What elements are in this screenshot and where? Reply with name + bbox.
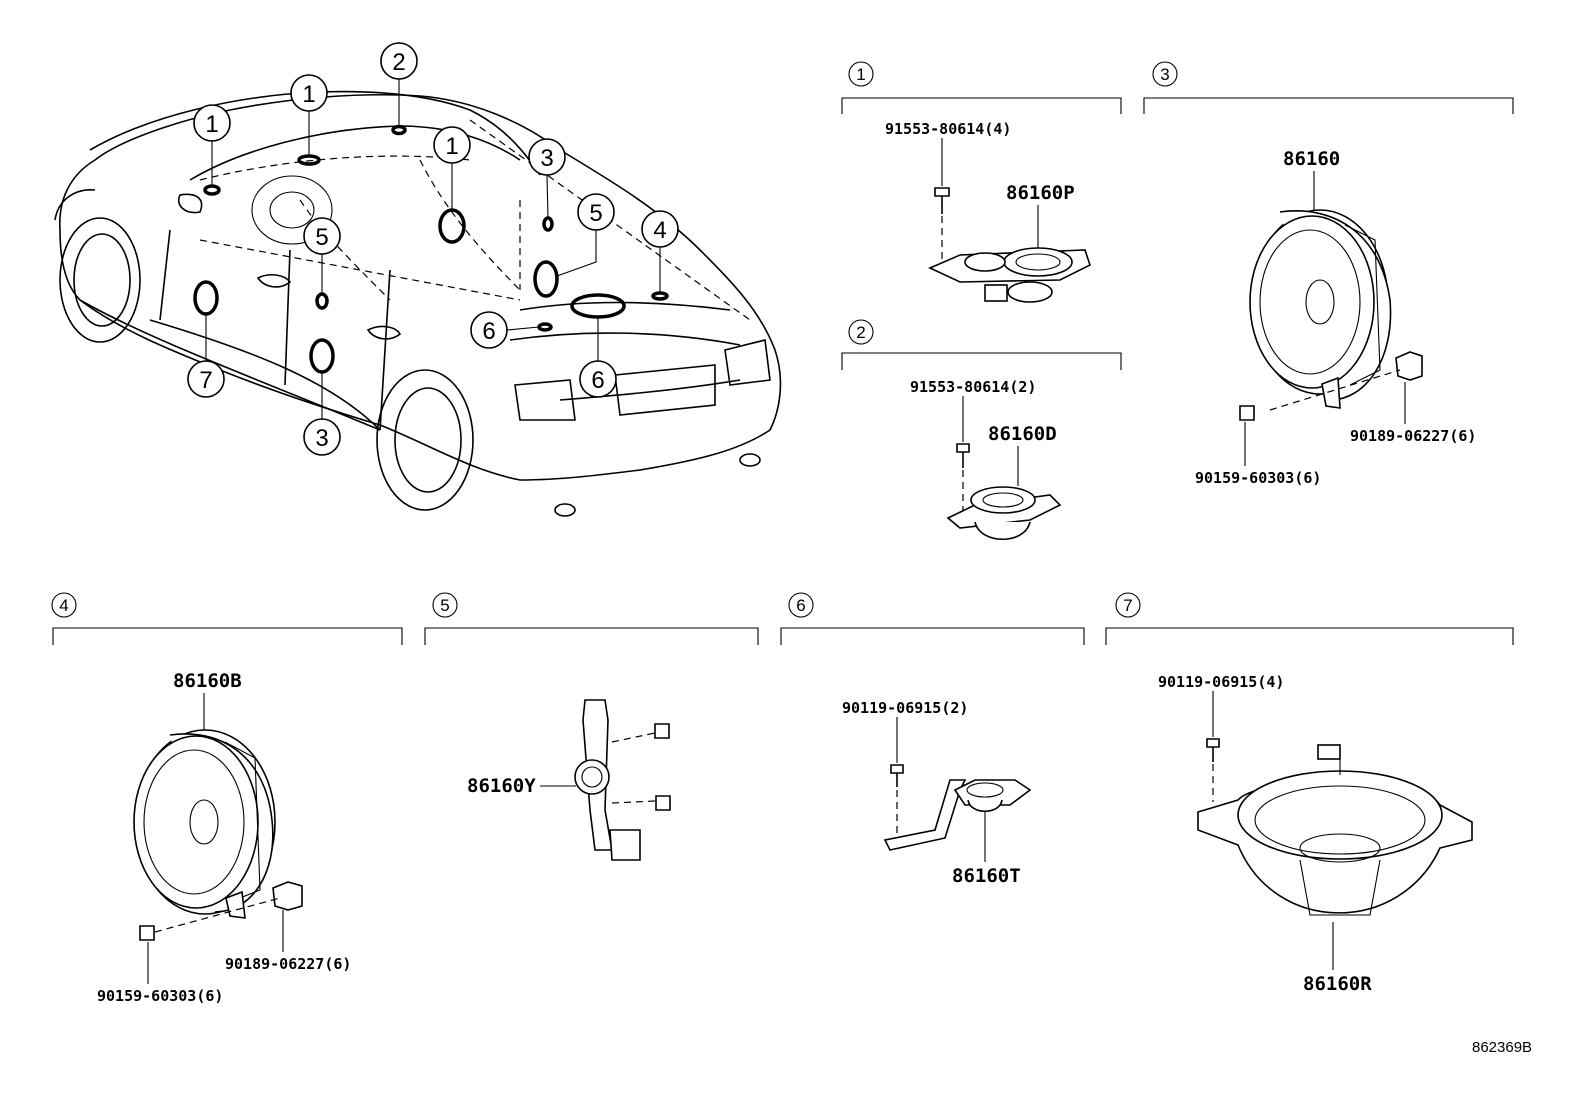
section-7: 7 90119-06915(4) 86160R [1105, 592, 1514, 995]
svg-text:3: 3 [540, 145, 553, 172]
callout: 5 [577, 193, 615, 231]
section-6: 6 90119-06915(2) 86160T [780, 592, 1085, 887]
callout: 1 [193, 104, 231, 142]
figure-code: 862369B [1472, 1039, 1532, 1056]
svg-text:1: 1 [445, 133, 458, 160]
callout: 3 [303, 418, 341, 456]
svg-text:2: 2 [392, 49, 405, 76]
svg-text:1: 1 [302, 81, 315, 108]
svg-text:86160T: 86160T [952, 865, 1021, 887]
svg-text:86160Y: 86160Y [467, 775, 536, 797]
svg-text:5: 5 [315, 224, 328, 251]
svg-text:6: 6 [796, 596, 805, 615]
svg-text:90119-06915(2): 90119-06915(2) [842, 699, 968, 717]
svg-text:90119-06915(4): 90119-06915(4) [1158, 673, 1284, 691]
svg-text:6: 6 [482, 318, 495, 345]
svg-text:86160B: 86160B [173, 670, 242, 692]
car-overview: 1 1 2 1 3 5 5 4 6 6 7 3 [54, 42, 782, 517]
section-3: 3 86160 90189-06227(6) 90159-60303(6) [1143, 61, 1514, 487]
svg-text:4: 4 [653, 217, 666, 244]
section-2: 2 91553-80614(2) 86160D [841, 319, 1122, 541]
svg-text:7: 7 [1123, 596, 1132, 615]
section-1: 1 91553-80614(4) 86160P [841, 61, 1122, 303]
svg-text:5: 5 [589, 200, 602, 227]
callout: 4 [641, 210, 679, 248]
svg-text:90159-60303(6): 90159-60303(6) [1195, 469, 1321, 487]
svg-text:90189-06227(6): 90189-06227(6) [1350, 427, 1476, 445]
callout: 1 [433, 126, 471, 164]
callout: 5 [303, 217, 341, 255]
svg-text:1: 1 [205, 111, 218, 138]
svg-text:2: 2 [856, 323, 865, 342]
svg-text:3: 3 [315, 425, 328, 452]
callout: 6 [470, 311, 508, 349]
callout: 6 [579, 360, 617, 398]
svg-text:6: 6 [591, 367, 604, 394]
svg-text:91553-80614(4): 91553-80614(4) [885, 120, 1011, 138]
section-4: 4 86160B 90189-06227(6) 90159-60303(6) [51, 592, 403, 1005]
callout: 1 [290, 74, 328, 112]
svg-text:90159-60303(6): 90159-60303(6) [97, 987, 223, 1005]
svg-text:4: 4 [59, 596, 68, 615]
svg-text:5: 5 [440, 596, 449, 615]
section-5: 5 86160Y [424, 592, 759, 861]
callout: 7 [187, 360, 225, 398]
svg-text:1: 1 [856, 65, 865, 84]
callout: 2 [380, 42, 418, 80]
svg-text:86160R: 86160R [1303, 973, 1372, 995]
svg-text:86160P: 86160P [1006, 182, 1075, 204]
svg-text:3: 3 [1160, 65, 1169, 84]
svg-text:86160D: 86160D [988, 423, 1057, 445]
svg-text:91553-80614(2): 91553-80614(2) [910, 378, 1036, 396]
svg-text:7: 7 [199, 367, 212, 394]
svg-text:90189-06227(6): 90189-06227(6) [225, 955, 351, 973]
svg-text:86160: 86160 [1283, 148, 1340, 170]
callout: 3 [528, 138, 566, 176]
